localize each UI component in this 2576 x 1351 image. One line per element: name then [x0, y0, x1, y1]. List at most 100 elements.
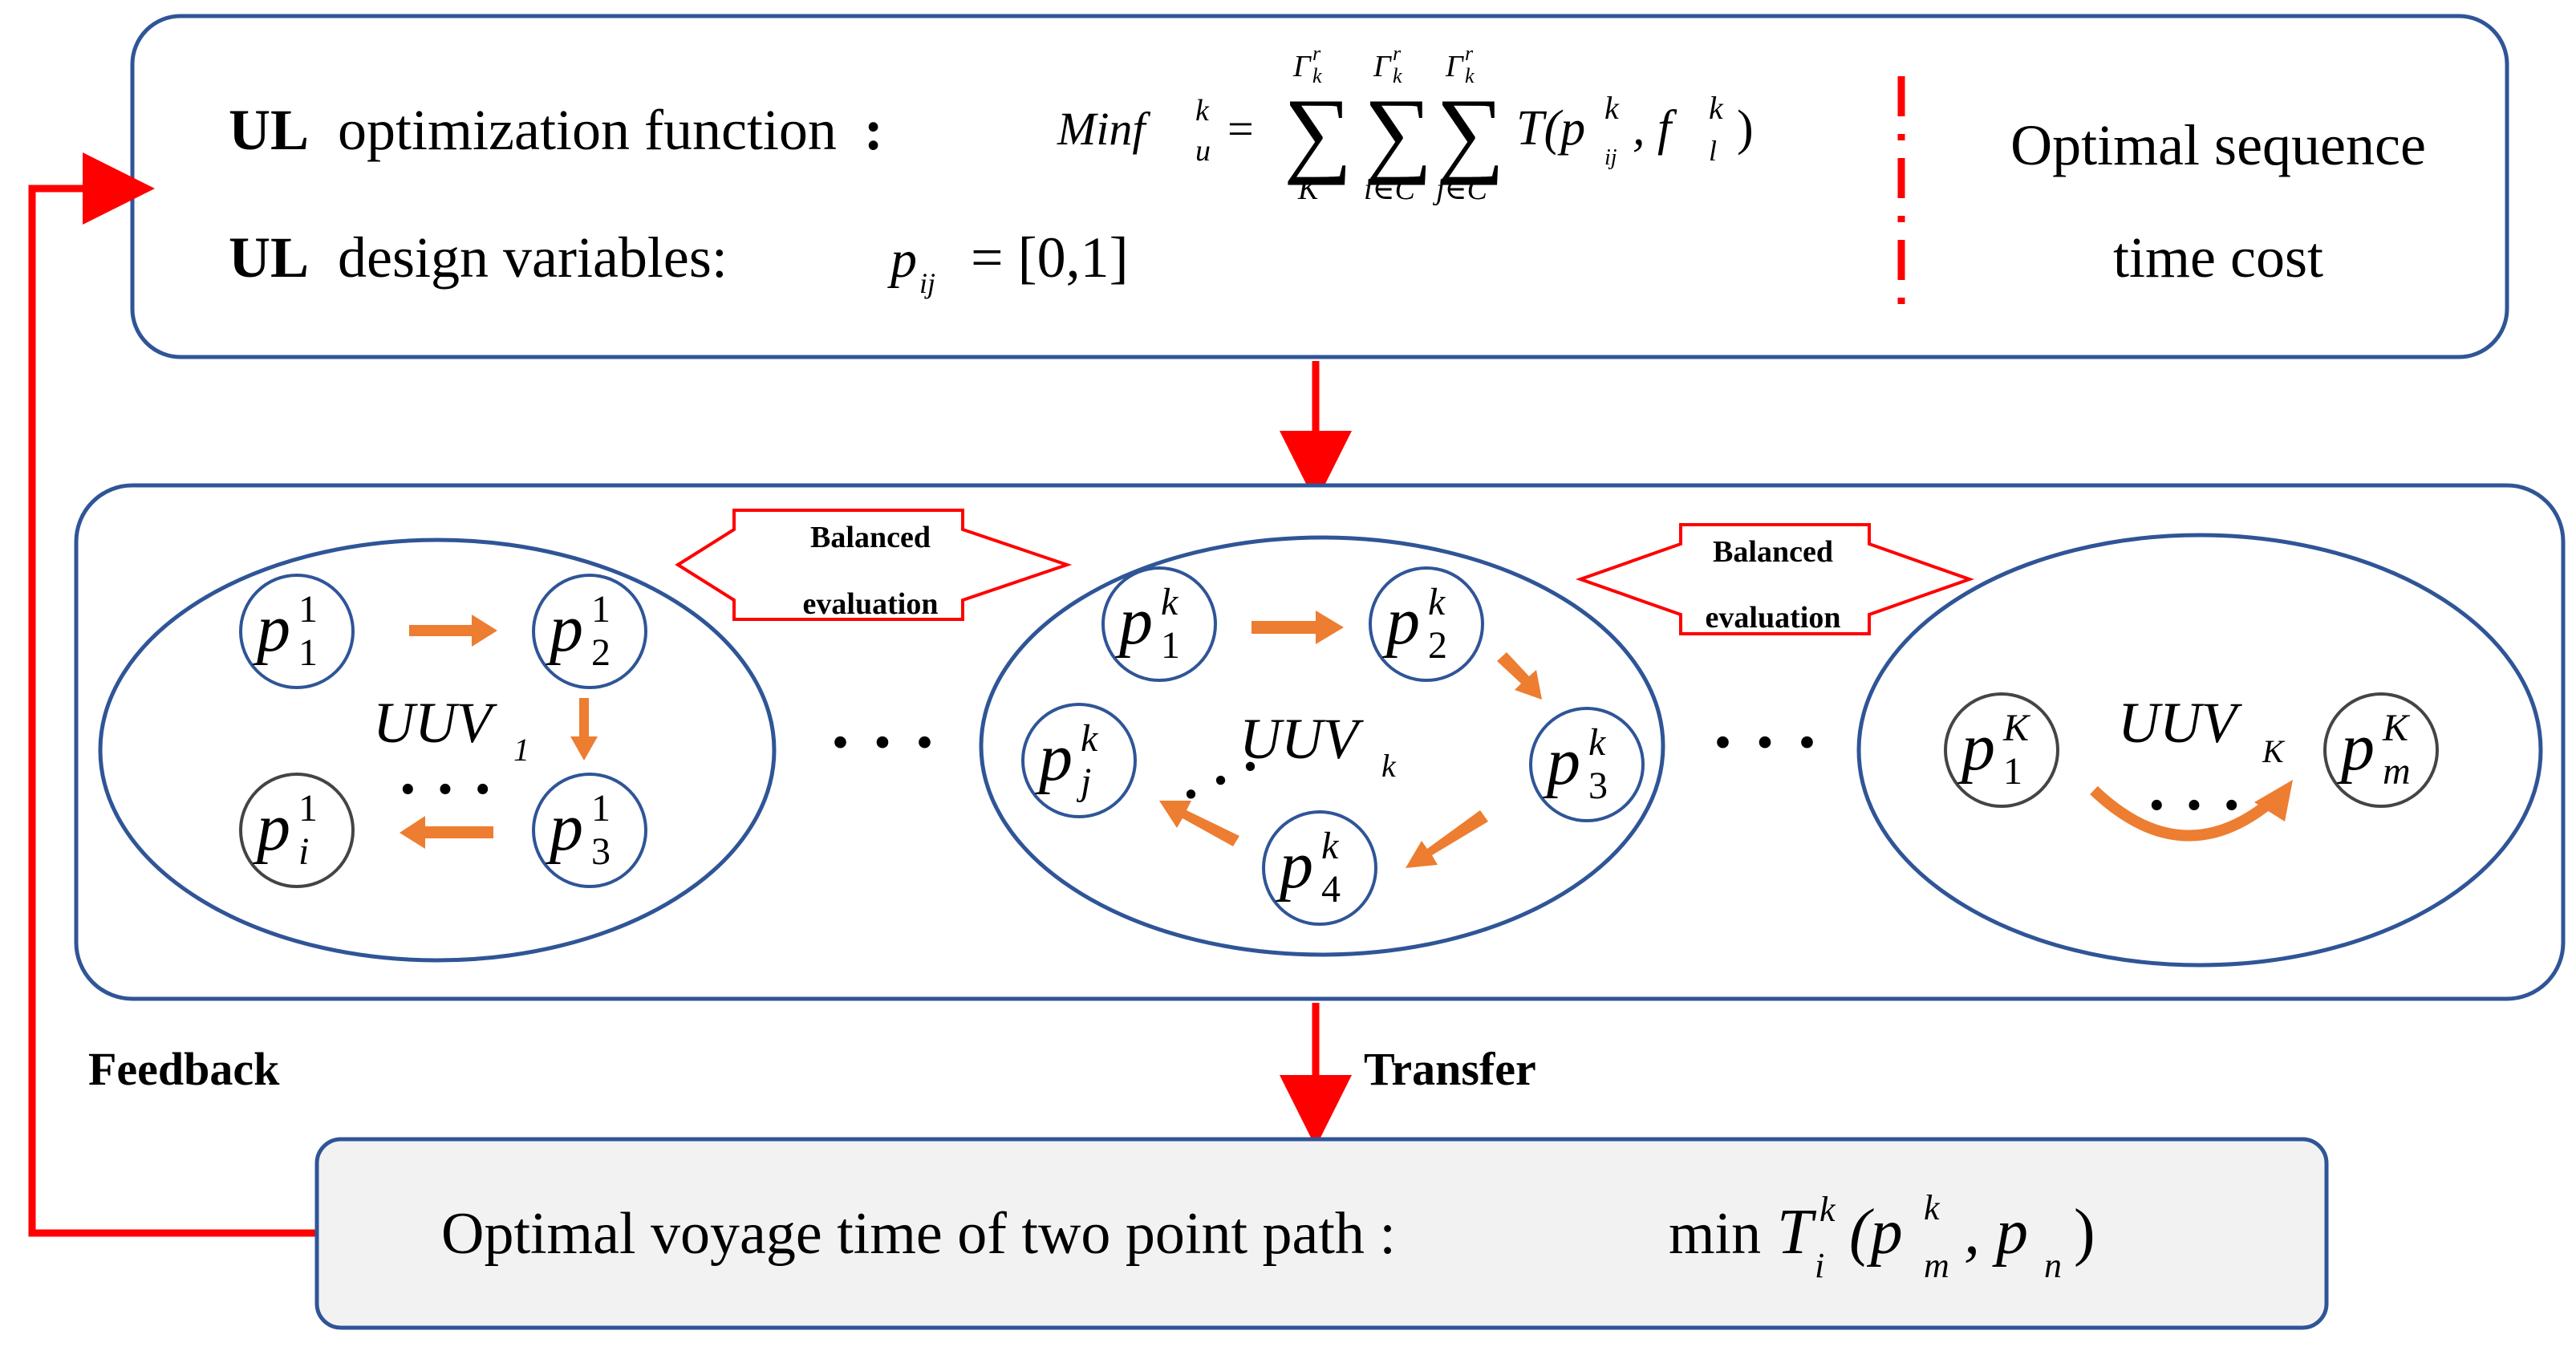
node-base: p [546, 790, 583, 865]
ul-formula: Minf k u = ∑ Γ r k K ∑ Γ r k i∈C ∑ Γ r k… [1057, 42, 1754, 206]
node-circle [1262, 810, 1377, 926]
node-sub: 1 [1161, 624, 1180, 667]
node-sub: 3 [1588, 765, 1608, 807]
uuvK-ellipse [1856, 533, 2543, 968]
node-sub: 3 [591, 830, 611, 873]
uuvk-arrow-2-to-3 [1497, 652, 1542, 700]
formula-T-sub: ij [1604, 145, 1617, 170]
node-sub: 4 [1321, 868, 1341, 911]
uuvK-inner-dots: · · · [2146, 770, 2242, 841]
sum2-top: Γ [1373, 50, 1392, 83]
node-sup: 1 [298, 787, 318, 830]
uuv1-label: UUV 1 [373, 691, 529, 768]
uuvk-arrow-1-to-2 [1251, 611, 1344, 644]
uuvk-arrow-4-to-j [1159, 801, 1239, 846]
opt-function-text: optimization function [338, 98, 837, 162]
design-value: = [0,1] [971, 225, 1129, 290]
node-base: p [2337, 710, 2375, 785]
node-sup: k [1428, 581, 1446, 623]
node-base: p [1115, 584, 1153, 659]
uuv1-arrow-2-to-3 [570, 698, 598, 761]
ellipsis-between-1: · · · [828, 703, 936, 782]
bottom-T: T [1777, 1197, 1817, 1268]
two-point-path-box [314, 1137, 2329, 1330]
opt-function-colon: : [864, 98, 883, 162]
optimal-sequence-label: Optimal sequence [2010, 113, 2426, 177]
node-sup: K [2382, 707, 2411, 749]
node-sup: k [1321, 825, 1340, 867]
node-circle [1369, 566, 1484, 682]
formula-f-sup: k [1709, 90, 1724, 126]
node-base: p [1035, 720, 1073, 795]
bottom-close: ) [2074, 1197, 2095, 1268]
node-circle [532, 773, 647, 888]
sum2-bottom: i∈C [1364, 172, 1416, 206]
formula-minf: Minf [1057, 103, 1150, 155]
sum3-top: Γ [1445, 50, 1464, 83]
node-base: p [1543, 724, 1580, 799]
formula-f-sub: l [1709, 135, 1717, 167]
node-circle [1529, 707, 1645, 822]
node-sup: k [1081, 717, 1099, 760]
sum1-top-sup: r [1312, 42, 1321, 65]
bottom-pm-sub: m [1924, 1246, 1949, 1285]
node-circle [1021, 703, 1137, 818]
uuvK-label-text: UUV [2118, 691, 2242, 755]
formula-comma-f: , f [1633, 101, 1677, 156]
time-cost-label: time cost [2113, 225, 2323, 290]
balanced-label-1b: evaluation [803, 587, 939, 621]
bottom-formula: min T k i (p k m , p n ) [1669, 1188, 2095, 1285]
node-sub: 1 [298, 631, 318, 674]
uuvK-label: UUV K [2118, 691, 2286, 769]
bottom-text: Optimal voyage time of two point path : [441, 1201, 1396, 1267]
sum-symbol-3: ∑ [1436, 79, 1505, 185]
node-circle [2323, 692, 2439, 808]
formula-T-sup: k [1604, 90, 1620, 126]
node-base: p [1276, 828, 1313, 903]
sum3-top-sub: k [1465, 64, 1475, 87]
uuv1-label-sub: 1 [513, 732, 529, 768]
feedback-arrow [28, 152, 317, 1237]
bottom-comma-p: , p [1964, 1197, 2028, 1268]
uuv1-arrow-1-to-2 [409, 615, 497, 647]
feedback-label: Feedback [88, 1043, 280, 1095]
node-sup: k [1161, 581, 1179, 623]
ul-optimization-function: UL optimization function : [229, 98, 883, 162]
bottom-min: min [1669, 1201, 1761, 1267]
svg-text:UL design variables:: UL design variables: [229, 225, 728, 290]
uuv1-transitions [400, 615, 598, 849]
bottom-T-sub: i [1815, 1246, 1824, 1285]
bottom-pn-sub: n [2044, 1246, 2062, 1285]
formula-equals: = [1227, 103, 1254, 155]
transfer-label: Transfer [1364, 1043, 1536, 1095]
balanced-evaluation-arrow-2: Balanced evaluation [1575, 523, 1975, 635]
node-sub: m [2383, 750, 2411, 793]
uuv1-inner-dots: · · · [397, 754, 493, 825]
node-sub: i [298, 830, 309, 873]
ul-design-variables: UL design variables: p ij = [0,1] [229, 225, 1129, 299]
bottom-pm-sup: k [1924, 1188, 1941, 1227]
ul-bold-label: UL [229, 98, 309, 162]
bottom-open-p: (p [1849, 1197, 1903, 1268]
uuvk-label-sub: k [1381, 748, 1397, 784]
sum1-top: Γ [1292, 50, 1312, 83]
uuv1-label-text: UUV [373, 691, 497, 755]
node-sup: K [2002, 707, 2031, 749]
node-circle [1944, 692, 2059, 808]
uuvk-arrow-3-to-4 [1406, 810, 1488, 868]
uuvk-label: UUV k [1239, 707, 1397, 784]
design-sub: ij [919, 267, 935, 299]
node-sup: 1 [591, 787, 611, 830]
node-circle [1101, 566, 1217, 682]
design-text: design variables: [338, 225, 728, 290]
formula-sub-u: u [1195, 134, 1211, 168]
node-base: p [253, 591, 290, 666]
uuvk-transitions [1159, 611, 1542, 868]
